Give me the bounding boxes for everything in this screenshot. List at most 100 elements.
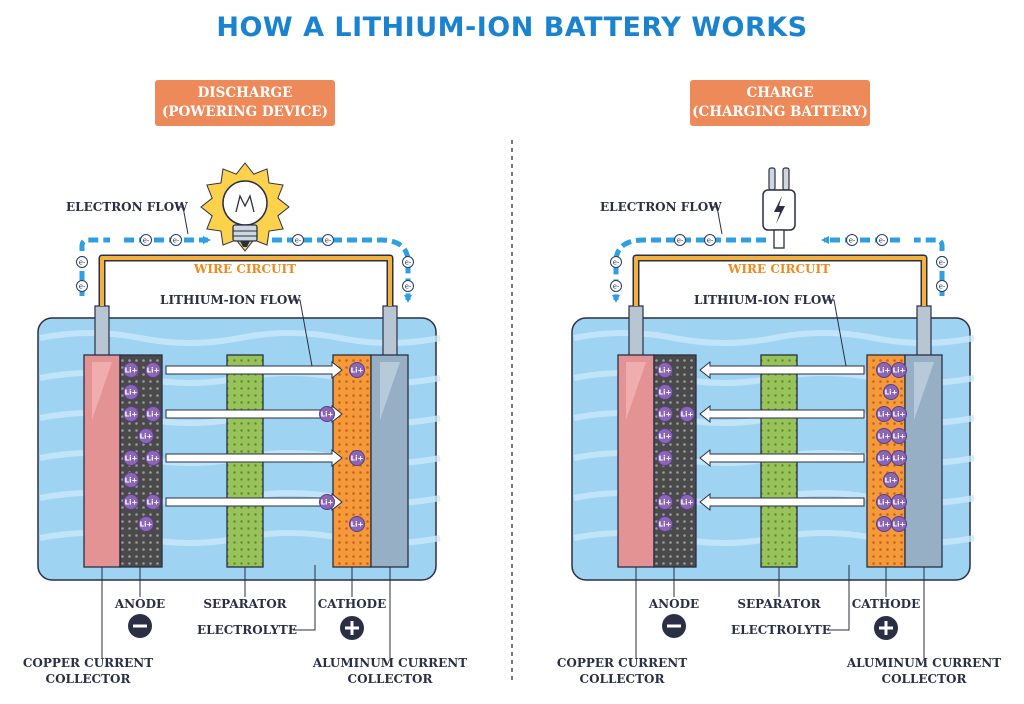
lithium-ion-label-charge-16: Li+ (878, 455, 891, 463)
discharge-panel: Li+Li+Li+Li+Li+Li+Li+Li+Li+Li+Li+Li+Li+L… (23, 162, 467, 686)
lithium-ion-charge-3 (679, 406, 695, 422)
discharge-aluminum-label-1: ALUMINUM CURRENT (312, 656, 467, 670)
charge-ion-flow-leader (827, 299, 847, 367)
lithium-ion-label-charge-10: Li+ (893, 367, 906, 375)
electron-label-charge-1: e- (707, 236, 714, 244)
discharge-cathode-label: CATHODE (318, 597, 386, 611)
lithium-ion-discharge-13 (319, 406, 335, 422)
electron-label-discharge-6: e- (405, 258, 412, 266)
electron-discharge-6 (402, 256, 414, 268)
electron-label-charge-4: e- (613, 258, 620, 266)
light-bulb-base (232, 224, 258, 242)
lithium-ion-label-discharge-2: Li+ (125, 389, 138, 397)
charge-aluminum-terminal (916, 305, 932, 357)
charge-ion-flow-arrow-3 (699, 492, 865, 512)
lightning-icon (774, 196, 785, 224)
discharge-negative-sign (133, 624, 147, 628)
charge-electron-flow-leader (710, 206, 723, 235)
discharge-positive-sign-v (350, 621, 354, 635)
light-bulb-icon (200, 162, 290, 252)
light-bulb-filament (235, 194, 255, 213)
lithium-ion-charge-5 (657, 450, 673, 466)
lithium-ion-charge-8 (657, 516, 673, 532)
lithium-ion-label-charge-14: Li+ (878, 433, 891, 441)
lithium-ion-discharge-15 (319, 494, 335, 510)
lithium-ion-label-discharge-10: Li+ (147, 499, 160, 507)
charge-mode-tag: CHARGE (CHARGING BATTERY) (690, 80, 870, 126)
lithium-ion-label-discharge-7: Li+ (147, 455, 160, 463)
charge-aluminum-shine (914, 362, 934, 420)
lithium-ion-label-charge-6: Li+ (659, 499, 672, 507)
lithium-ion-discharge-3 (123, 406, 139, 422)
lithium-ion-discharge-12 (349, 362, 365, 378)
electron-discharge-4 (76, 256, 88, 268)
discharge-aluminum-terminal (382, 305, 398, 357)
lithium-ion-charge-7 (679, 494, 695, 510)
lithium-ion-label-discharge-5: Li+ (140, 433, 153, 441)
electron-label-discharge-1: e- (173, 236, 180, 244)
discharge-electrolyte-leader (293, 565, 316, 631)
electron-charge-5 (610, 280, 622, 292)
electron-label-charge-0: e- (677, 236, 684, 244)
electron-discharge-2 (292, 234, 304, 246)
charge-electrolyte-label: ELECTROLYTE (731, 623, 831, 637)
lithium-ion-label-discharge-12: Li+ (351, 367, 364, 375)
discharge-mode-sublabel: (POWERING DEVICE) (161, 104, 329, 120)
charge-electrolyte-leader (827, 565, 850, 631)
light-bulb-tip (240, 241, 250, 247)
discharge-separator-label: SEPARATOR (203, 597, 287, 611)
lithium-ion-discharge-5 (138, 428, 154, 444)
electron-label-charge-2: e- (849, 236, 856, 244)
charge-wire-circuit (634, 256, 926, 306)
lithium-ion-label-charge-5: Li+ (659, 455, 672, 463)
charge-mode-label: CHARGE (746, 85, 814, 101)
discharge-wire-circuit (100, 256, 392, 306)
lithium-ion-label-discharge-8: Li+ (125, 477, 138, 485)
charge-separator-label: SEPARATOR (737, 597, 821, 611)
discharge-ion-flow-arrow-0 (165, 360, 343, 380)
lithium-ion-charge-22 (891, 516, 907, 532)
plug-cable (773, 229, 785, 249)
discharge-electron-flow-right (272, 237, 412, 303)
discharge-copper-label-2: COLLECTOR (46, 672, 132, 686)
electron-label-charge-6: e- (939, 258, 946, 266)
lithium-ion-charge-17 (891, 450, 907, 466)
lithium-ion-label-discharge-6: Li+ (125, 455, 138, 463)
lithium-ion-label-charge-17: Li+ (893, 455, 906, 463)
electron-discharge-1 (170, 234, 182, 246)
electron-discharge-7 (402, 280, 414, 292)
discharge-mode-tag: DISCHARGE (POWERING DEVICE) (155, 80, 335, 126)
lithium-ion-label-charge-13: Li+ (893, 411, 906, 419)
lithium-ion-charge-11 (883, 384, 899, 400)
lithium-ion-label-charge-4: Li+ (659, 433, 672, 441)
lithium-ion-label-charge-22: Li+ (893, 521, 906, 529)
electron-label-charge-3: e- (879, 236, 886, 244)
discharge-ion-flow-arrow-2 (165, 448, 343, 468)
electron-label-charge-5: e- (613, 282, 620, 290)
electron-label-charge-7: e- (939, 282, 946, 290)
discharge-wire-circuit-label: WIRE CIRCUIT (193, 262, 296, 276)
lithium-ion-label-charge-8: Li+ (659, 521, 672, 529)
discharge-anode-label: ANODE (114, 597, 165, 611)
lithium-ion-label-charge-19: Li+ (878, 499, 891, 507)
lithium-ion-label-charge-1: Li+ (659, 389, 672, 397)
charge-cathode-label: CATHODE (852, 597, 920, 611)
electron-charge-3 (876, 234, 888, 246)
discharge-mode-label: DISCHARGE (197, 85, 293, 101)
lithium-ion-label-discharge-1: Li+ (147, 367, 160, 375)
lithium-ion-label-discharge-4: Li+ (147, 411, 160, 419)
lithium-ion-discharge-11 (138, 516, 154, 532)
lithium-ion-discharge-7 (145, 450, 161, 466)
lithium-ion-charge-13 (891, 406, 907, 422)
lithium-ion-label-charge-12: Li+ (878, 411, 891, 419)
electron-label-discharge-7: e- (405, 282, 412, 290)
charge-ion-flow-arrow-2 (699, 448, 865, 468)
discharge-electron-flow-leader (176, 206, 189, 235)
lithium-ion-label-charge-21: Li+ (878, 521, 891, 529)
electron-discharge-0 (140, 234, 152, 246)
electron-charge-4 (610, 256, 622, 268)
charge-ion-flow-arrow-0 (699, 360, 865, 380)
electron-charge-2 (846, 234, 858, 246)
